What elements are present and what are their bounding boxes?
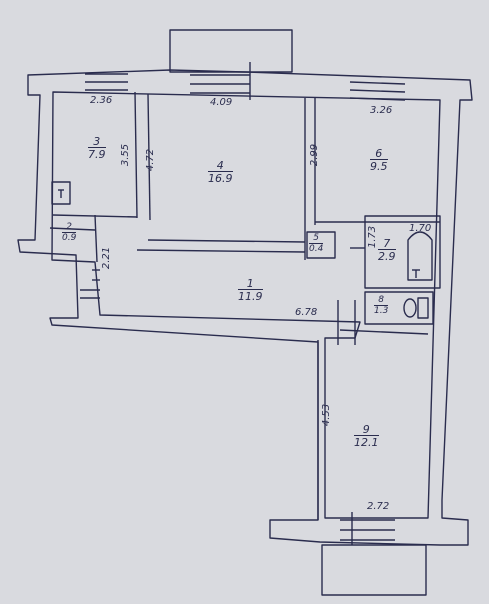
room-6-area: 9.5 bbox=[370, 160, 388, 173]
room-8-area: 1.3 bbox=[374, 306, 389, 316]
room-8-label: 8 1.3 bbox=[374, 296, 389, 316]
dim-room4-width: 4.09 bbox=[210, 97, 233, 108]
room-5-area: 0.4 bbox=[309, 244, 324, 254]
room-7-number: 7 bbox=[378, 238, 396, 250]
bathroom-7 bbox=[364, 215, 441, 289]
outer-wall bbox=[17, 69, 473, 546]
door-icon bbox=[80, 62, 356, 545]
room-1-label: 1 11.9 bbox=[238, 278, 263, 302]
balcony-top bbox=[169, 29, 293, 73]
room-3-area: 7.9 bbox=[88, 148, 106, 161]
room-9-label: 9 12.1 bbox=[354, 424, 379, 448]
room-3-label: 3 7.9 bbox=[88, 136, 106, 160]
toilet-8 bbox=[364, 291, 434, 325]
closet-5 bbox=[306, 231, 336, 259]
wall-4-bottom-in bbox=[147, 239, 306, 243]
room-6-label: 6 9.5 bbox=[370, 148, 388, 172]
room-4-label: 4 16.9 bbox=[208, 160, 233, 184]
room-2-area: 0.9 bbox=[62, 233, 77, 243]
window-icon bbox=[85, 73, 406, 541]
room-4-number: 4 bbox=[208, 160, 233, 172]
dim-room7-depth: 1.73 bbox=[367, 225, 379, 249]
room-5-label: 5 0.4 bbox=[309, 234, 324, 254]
room-1-area: 11.9 bbox=[238, 290, 263, 303]
bathtub-icon bbox=[407, 231, 433, 281]
room-8-number: 8 bbox=[374, 296, 389, 306]
room-7-area: 2.9 bbox=[378, 250, 396, 263]
dim-bath-width: 1.70 bbox=[409, 223, 432, 234]
dim-room3-width: 2.36 bbox=[90, 95, 113, 106]
toilet-icon bbox=[403, 298, 417, 318]
room-6-number: 6 bbox=[370, 148, 388, 160]
dim-room3-depth: 3.55 bbox=[120, 143, 132, 167]
balcony-bottom bbox=[321, 544, 427, 596]
room-3-number: 3 bbox=[88, 136, 106, 148]
room-1-number: 1 bbox=[238, 278, 263, 290]
stove-icon bbox=[51, 181, 71, 205]
wall-2-right bbox=[94, 214, 98, 263]
wall-2-top bbox=[49, 227, 96, 231]
wall-9-top bbox=[339, 329, 429, 335]
room-7-label: 7 2.9 bbox=[378, 238, 396, 262]
wall-3-4 bbox=[134, 91, 138, 219]
dim-room9-depth: 4.53 bbox=[321, 403, 333, 427]
dim-hall-length: 6.78 bbox=[295, 307, 318, 318]
room-9-area: 12.1 bbox=[354, 436, 379, 449]
dim-hall-width: 2.21 bbox=[101, 246, 113, 270]
room-4-area: 16.9 bbox=[208, 172, 233, 185]
room-2-number: 2 bbox=[62, 223, 77, 233]
room-9-number: 9 bbox=[354, 424, 379, 436]
wall-4-bottom bbox=[136, 249, 306, 253]
dim-room6-depth: 2.99 bbox=[309, 143, 321, 167]
dim-room6-width: 3.26 bbox=[370, 105, 393, 116]
room-2-label: 2 0.9 bbox=[62, 223, 77, 243]
dim-room4-depth: 4.72 bbox=[145, 148, 157, 172]
room-5-number: 5 bbox=[309, 234, 324, 244]
dim-room9-width: 2.72 bbox=[367, 501, 390, 512]
wall-3-4b bbox=[147, 93, 151, 221]
